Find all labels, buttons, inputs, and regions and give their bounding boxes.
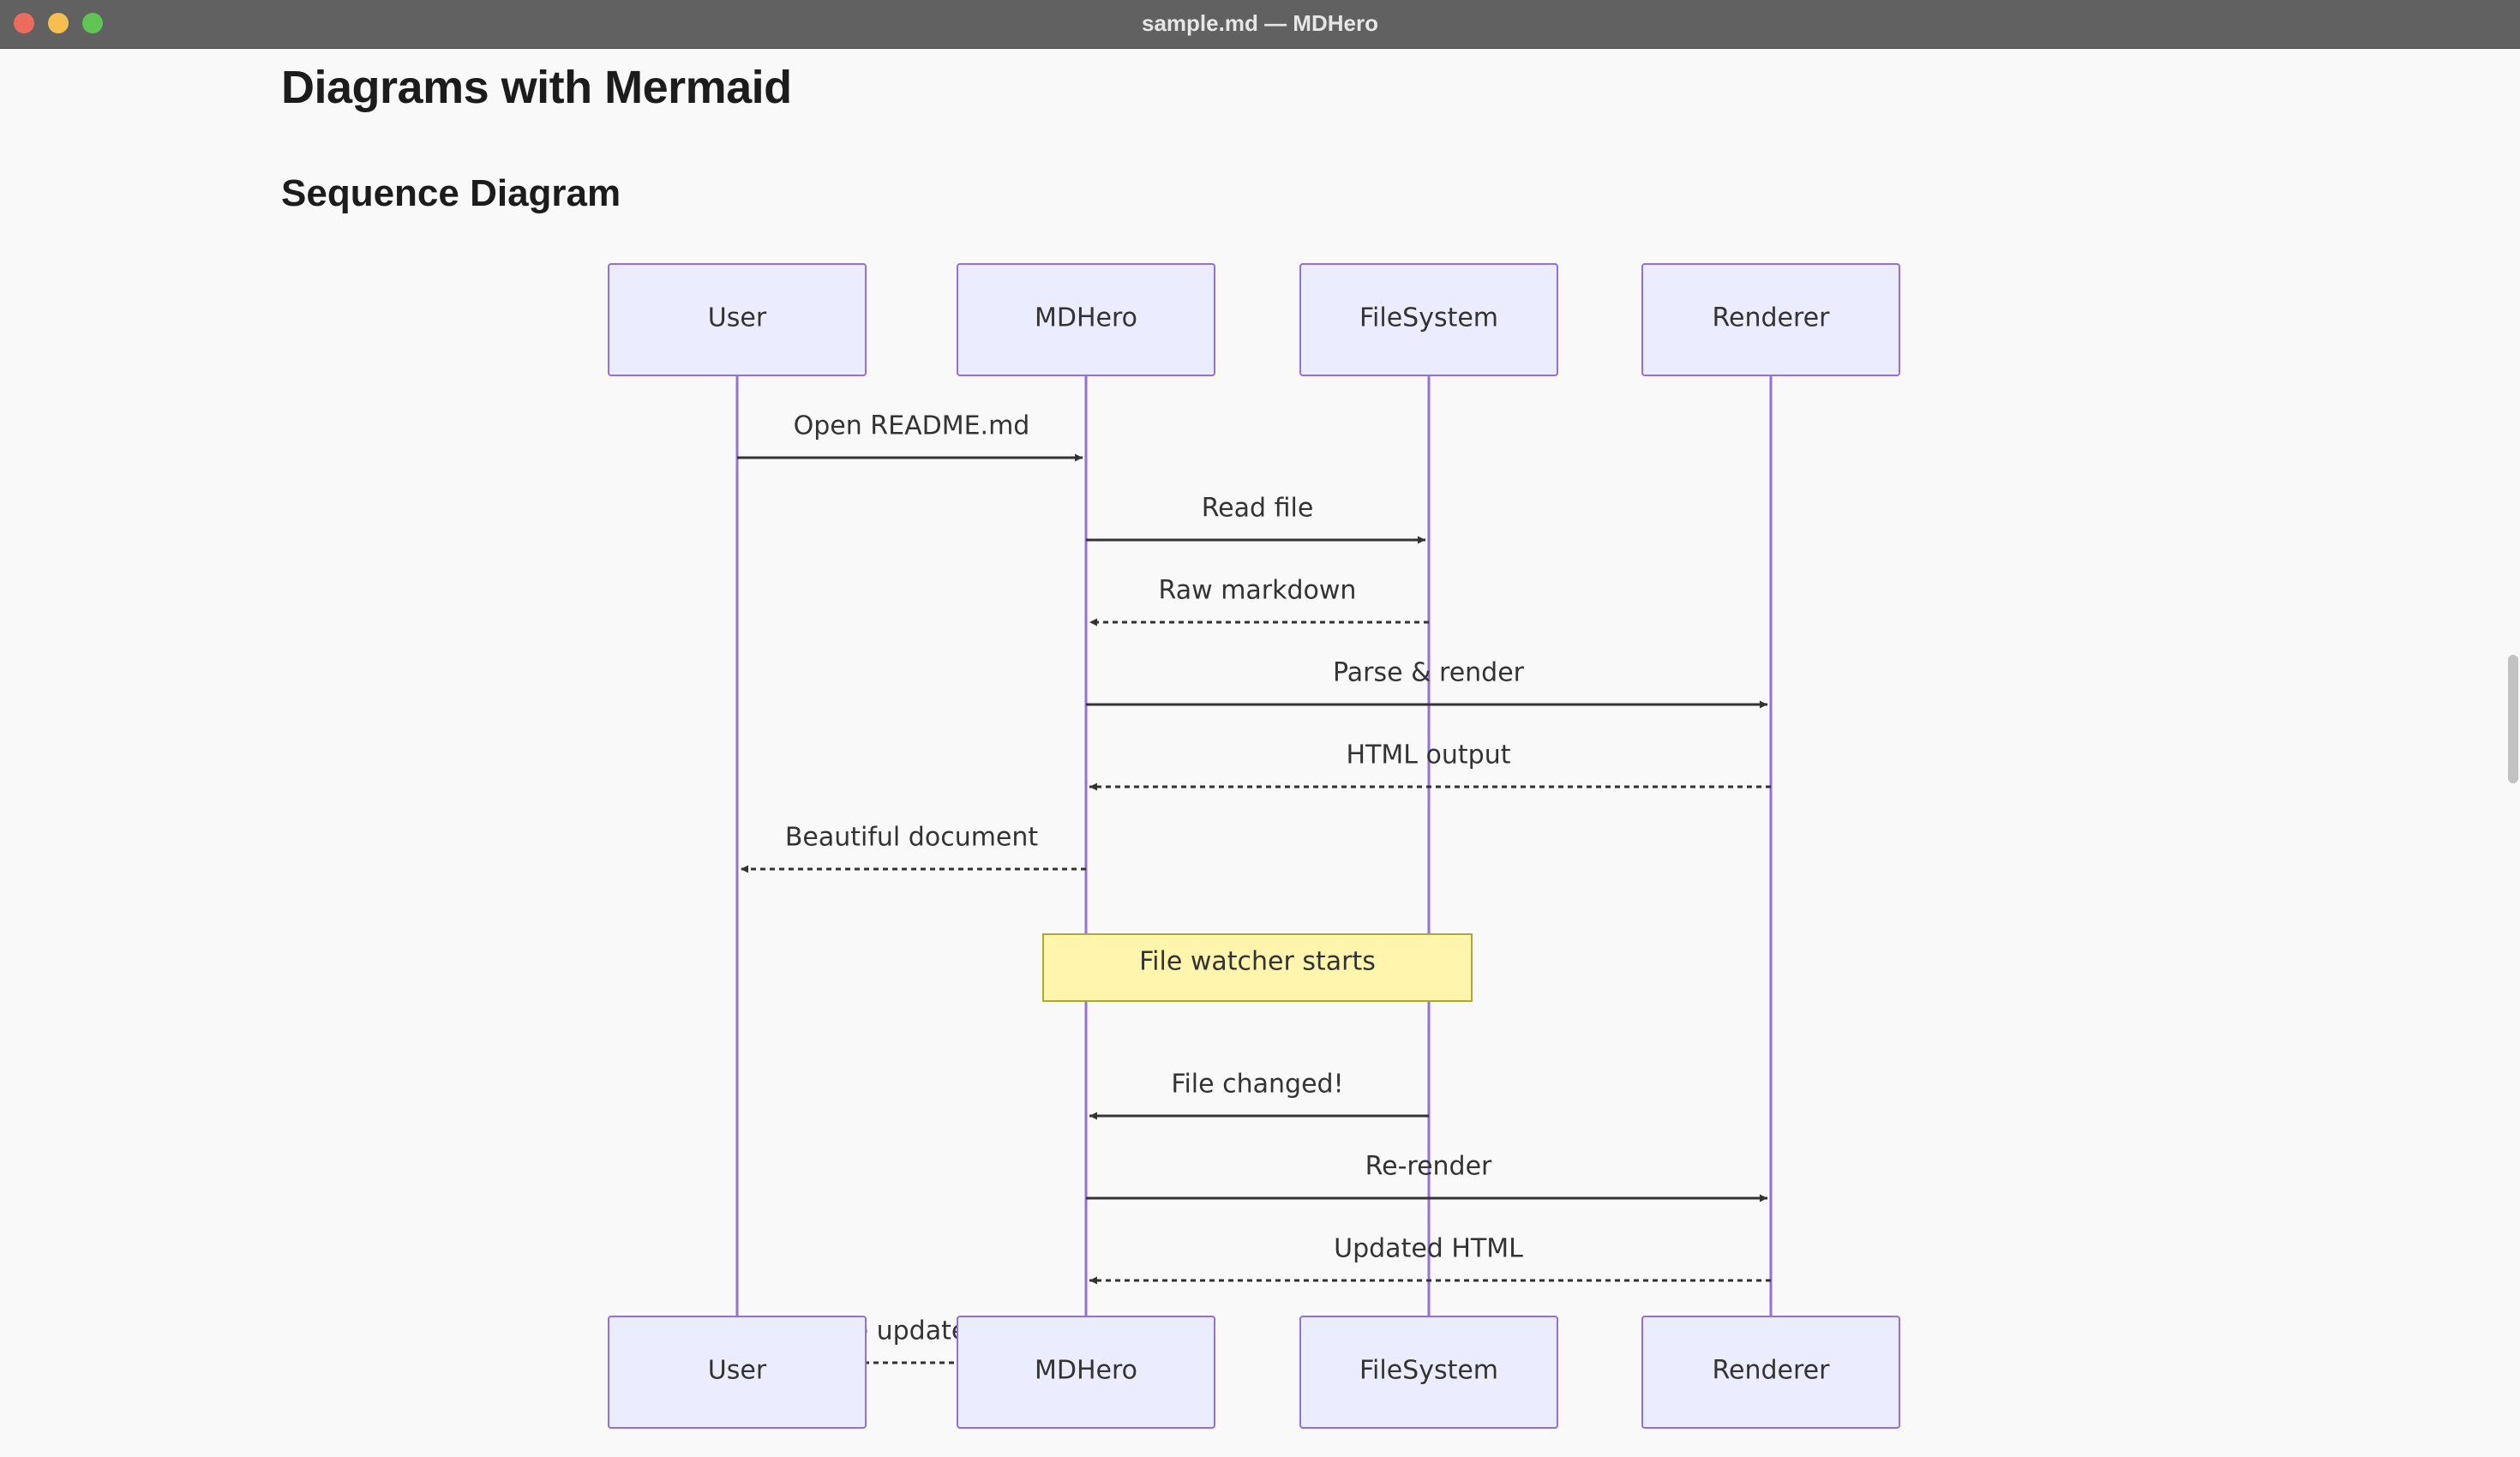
message-label-1: Open README.md bbox=[794, 411, 1030, 441]
message-label-3: Raw markdown bbox=[1159, 576, 1357, 606]
message-label-2: Read file bbox=[1202, 494, 1314, 524]
participant-box-renderer-top bbox=[1641, 263, 1900, 376]
participant-box-filesystem-top bbox=[1299, 263, 1558, 376]
note-box bbox=[1042, 933, 1473, 1002]
minimize-window-button[interactable] bbox=[48, 13, 69, 33]
participant-box-filesystem-bottom bbox=[1299, 1316, 1558, 1429]
close-window-button[interactable] bbox=[14, 13, 34, 33]
section-heading: Sequence Diagram bbox=[281, 172, 621, 214]
participant-label-filesystem-bottom: FileSystem bbox=[1359, 1356, 1498, 1386]
message-label-8: File changed! bbox=[1171, 1070, 1343, 1100]
message-label-5: HTML output bbox=[1347, 740, 1511, 770]
document-content: Diagrams with Mermaid Sequence Diagram O… bbox=[0, 49, 2520, 1457]
vertical-scrollbar[interactable] bbox=[2508, 655, 2518, 783]
message-label-4: Parse & render bbox=[1333, 658, 1525, 688]
page-title: Diagrams with Mermaid bbox=[281, 62, 792, 113]
note-label: File watcher starts bbox=[1139, 947, 1376, 977]
zoom-window-button[interactable] bbox=[82, 13, 103, 33]
participant-label-user-bottom: User bbox=[708, 1356, 767, 1386]
participant-label-renderer-top: Renderer bbox=[1713, 303, 1831, 333]
participant-box-mdhero-bottom bbox=[957, 1316, 1215, 1429]
window-title: sample.md — MDHero bbox=[1142, 10, 1378, 36]
participant-label-filesystem-top: FileSystem bbox=[1359, 303, 1498, 333]
participant-label-renderer-bottom: Renderer bbox=[1713, 1356, 1831, 1386]
message-label-10: Updated HTML bbox=[1334, 1234, 1523, 1264]
message-label-6: Beautiful document bbox=[785, 823, 1039, 853]
participant-label-mdhero-top: MDHero bbox=[1035, 303, 1137, 333]
window-titlebar: sample.md — MDHero bbox=[0, 0, 2520, 49]
participant-box-user-bottom bbox=[608, 1316, 867, 1429]
participant-box-mdhero-top bbox=[957, 263, 1215, 376]
participant-box-user-top bbox=[608, 263, 867, 376]
message-label-9: Re-render bbox=[1365, 1152, 1492, 1182]
participant-label-user-top: User bbox=[708, 303, 767, 333]
participant-label-mdhero-bottom: MDHero bbox=[1035, 1356, 1137, 1386]
participant-box-renderer-bottom bbox=[1641, 1316, 1900, 1429]
